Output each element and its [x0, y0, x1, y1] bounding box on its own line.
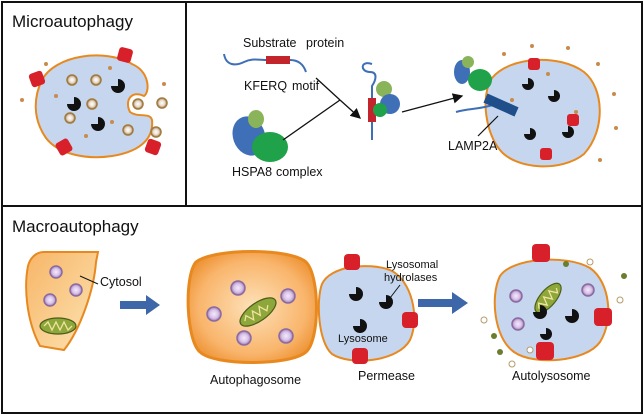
micro-lysosome	[28, 47, 162, 159]
protein-label: protein	[306, 36, 344, 50]
mitochondrion-icon	[239, 297, 277, 327]
cma-join-line-1	[315, 77, 341, 101]
vesicle-icon	[236, 330, 252, 346]
cma-assembled-complex	[361, 62, 400, 140]
hydrolase-pacman-icon	[533, 305, 547, 319]
lysosomal-label: Lysosomal	[386, 259, 438, 271]
vesicle-icon	[230, 280, 246, 296]
arrow-icon	[418, 292, 468, 314]
permease-receptor-icon	[55, 138, 73, 156]
kferq-label: KFERQ	[244, 79, 287, 93]
hydrolase-pacman-icon	[540, 328, 552, 340]
permease-receptor-icon	[352, 348, 368, 364]
substrate-protein-strand	[223, 53, 269, 66]
hspa8-label: HSPA8	[232, 165, 272, 179]
lamp2a-pointer	[477, 115, 499, 137]
permease-receptor-icon	[532, 244, 550, 262]
vesicle-icon	[278, 328, 294, 344]
permease-receptor-icon	[594, 308, 612, 326]
vesicle-icon	[90, 74, 102, 86]
lysosome-label: Lysosome	[338, 333, 388, 345]
autolysosome	[493, 244, 612, 362]
mitochondrion-icon	[39, 317, 77, 335]
hspa8-complex	[232, 110, 288, 162]
hydrolase-pacman-icon	[524, 128, 536, 140]
vesicle-icon	[511, 317, 525, 331]
permease-receptor-icon	[117, 47, 133, 63]
vesicle-icon	[156, 97, 168, 109]
vesicle-icon	[64, 112, 76, 124]
autolysosome-label: Autolysosome	[512, 369, 591, 383]
hydrolase-pacman-icon	[522, 78, 534, 90]
hydrolase-pacman-icon	[562, 126, 574, 138]
lysosome	[317, 254, 418, 364]
vesicle-icon	[66, 74, 78, 86]
hydrolase-pacman-icon	[548, 90, 560, 102]
arrow-icon	[339, 99, 361, 119]
permease-receptor-icon	[344, 254, 360, 270]
vesicle-icon	[280, 288, 296, 304]
hydrolases-label: hydrolases	[384, 272, 438, 284]
vesicle-icon	[150, 126, 162, 138]
vesicle-icon	[581, 283, 595, 297]
lamp2a-complex	[454, 56, 519, 117]
cytosol-fragment	[25, 251, 100, 352]
hydrolase-pacman-icon	[379, 295, 393, 309]
permease-receptor-icon	[402, 312, 418, 328]
complex-label: complex	[276, 165, 323, 179]
autophagosome-label: Autophagosome	[210, 373, 301, 387]
vesicle-icon	[206, 306, 222, 322]
micro-title: Microautophagy	[12, 12, 133, 31]
cma-join-line-2	[282, 99, 341, 141]
panel-macro-frame	[1, 205, 643, 414]
hydrolase-pacman-icon	[353, 319, 367, 333]
arrow-icon	[120, 295, 160, 315]
cytosol-label: Cytosol	[100, 275, 142, 289]
vesicle-icon	[86, 98, 98, 110]
vesicle-icon	[43, 293, 57, 307]
vesicle-icon	[509, 289, 523, 303]
permease-receptor-icon	[528, 58, 540, 70]
vesicle-icon	[69, 283, 83, 297]
hydrolase-pacman-icon	[565, 309, 579, 323]
vesicle-icon	[49, 265, 63, 279]
permease-receptor-icon	[28, 70, 46, 88]
permease-label: Permease	[358, 369, 415, 383]
permease-receptor-icon	[536, 342, 554, 360]
substrate-label: Substrate	[243, 36, 297, 50]
kferq-motif-icon	[266, 56, 290, 64]
hydrolase-pacman-icon	[111, 79, 125, 93]
hydrolase-pacman-icon	[67, 97, 81, 111]
cytosol-pointer	[79, 275, 99, 285]
lamp2a-label: LAMP2A	[448, 139, 498, 153]
permease-receptor-icon	[567, 114, 579, 126]
hydrolase-pacman-icon	[91, 117, 105, 131]
motif-label: motif	[292, 79, 320, 93]
autophagosome	[186, 250, 318, 364]
hydrolase-pacman-icon	[349, 287, 363, 301]
vesicle-icon	[122, 124, 134, 136]
arrow-icon	[401, 93, 464, 113]
cma-lysosome	[484, 58, 601, 168]
vesicle-icon	[132, 98, 144, 110]
hydrolases-pointer	[389, 284, 401, 299]
macro-title: Macroautophagy	[12, 217, 139, 236]
permease-receptor-icon	[540, 148, 552, 160]
permease-receptor-icon	[144, 138, 162, 156]
